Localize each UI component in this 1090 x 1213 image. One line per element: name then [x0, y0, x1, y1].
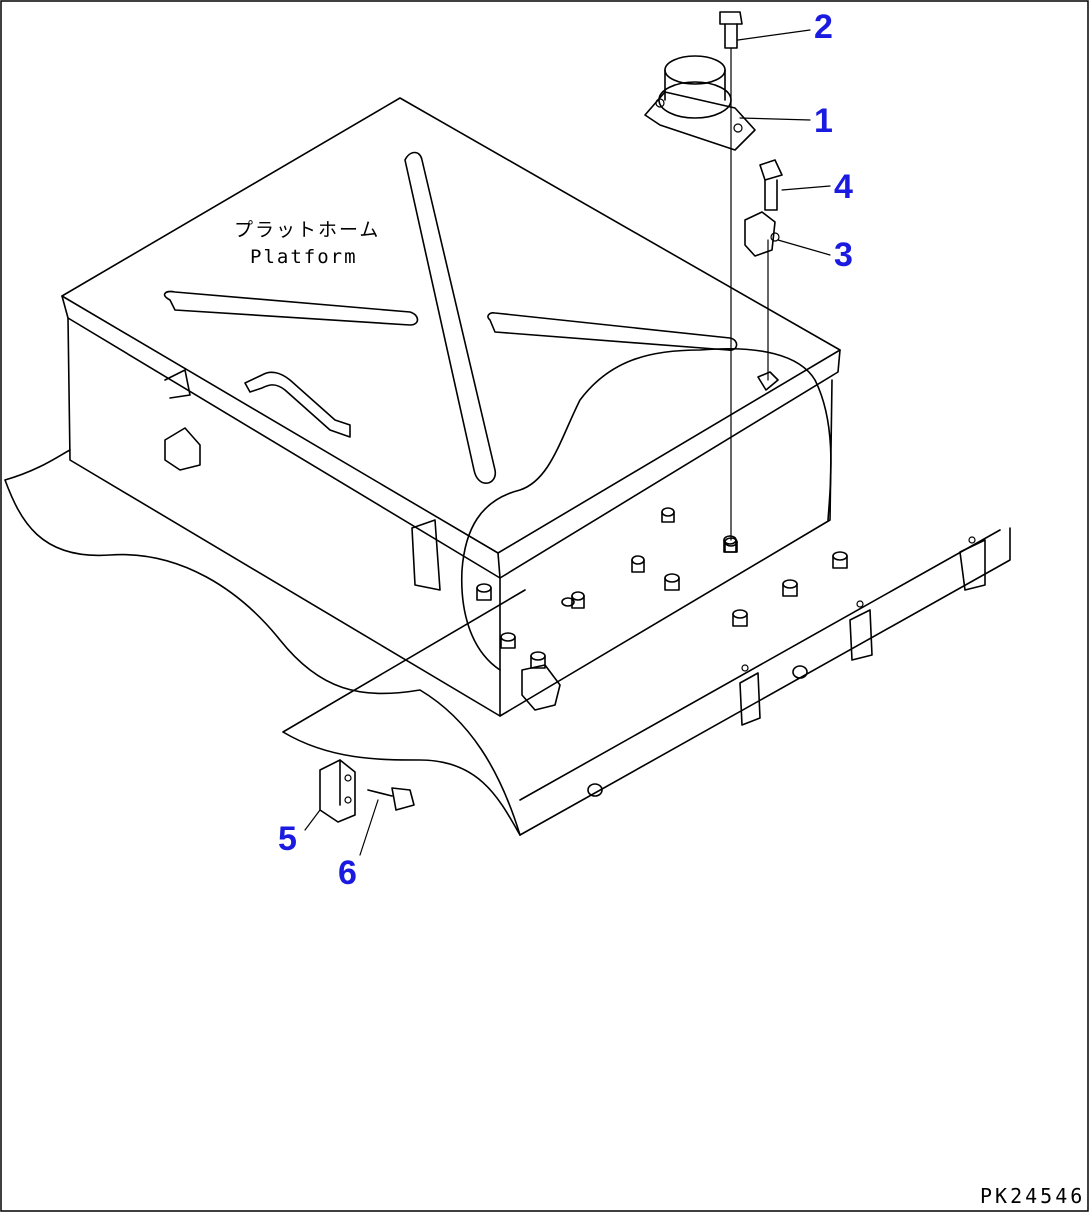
platform-label-en: Platform	[250, 246, 358, 268]
frame-rail	[519, 527, 1011, 836]
mounting-studs	[476, 507, 848, 669]
part-2-bolt	[719, 11, 743, 553]
floor-edge	[282, 589, 526, 836]
callout-1: 1	[814, 102, 833, 140]
cutaway-outline	[460, 347, 832, 671]
part-3-clip	[744, 211, 780, 381]
part-6-bolt	[367, 787, 415, 811]
callout-3: 3	[834, 236, 853, 274]
leader-lines	[304, 29, 831, 856]
part-5-block	[319, 759, 356, 823]
callout-2: 2	[814, 8, 833, 46]
part-1-mount	[644, 55, 756, 151]
floor-outline	[4, 449, 521, 836]
drawing-code: PK24546	[980, 1184, 1085, 1208]
platform-label-jp: プラットホーム	[234, 219, 380, 241]
platform-box	[61, 97, 841, 717]
callout-4: 4	[834, 168, 853, 206]
part-4-bolt	[759, 159, 783, 211]
callout-5: 5	[278, 820, 297, 858]
callout-6: 6	[338, 854, 357, 892]
